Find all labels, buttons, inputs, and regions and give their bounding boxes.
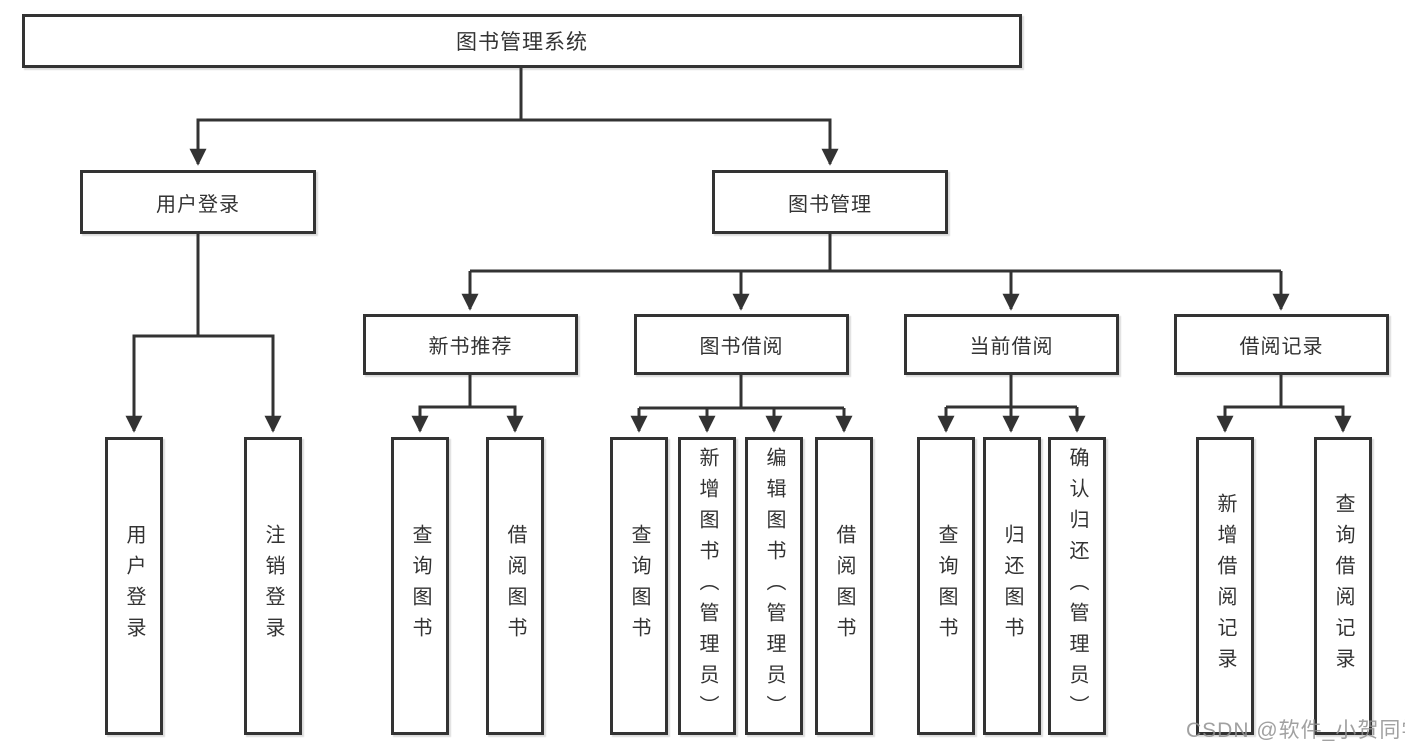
node-book-management: 图书管理 — [712, 170, 948, 234]
node-user-login: 用户登录 — [80, 170, 316, 234]
leaf-return-book: 归还图书 — [983, 437, 1041, 735]
node-library-management-system: 图书管理系统 — [22, 14, 1022, 68]
node-current-borrowing: 当前借阅 — [904, 314, 1119, 375]
leaf-query-books-borrowing: 查询图书 — [610, 437, 668, 735]
connector-userlogin-split — [125, 334, 282, 433]
connector-newbooks-split — [411, 405, 524, 433]
leaf-logout: 注销登录 — [244, 437, 302, 735]
leaf-borrow-books-recommend: 借阅图书 — [486, 437, 544, 735]
leaf-user-login: 用户登录 — [105, 437, 163, 735]
leaf-edit-book-admin: 编辑图书（管理员） — [745, 437, 803, 735]
connector-root-split — [189, 118, 839, 166]
leaf-query-books-recommend: 查询图书 — [391, 437, 449, 735]
csdn-watermark: CSDN @软件_小贺同学 — [1186, 719, 1405, 742]
node-new-book-recommend: 新书推荐 — [363, 314, 578, 375]
leaf-confirm-return-admin: 确认归还（管理员） — [1048, 437, 1106, 735]
node-borrowing-records: 借阅记录 — [1174, 314, 1389, 375]
connector-records-split — [1216, 405, 1352, 433]
leaf-add-borrow-record: 新增借阅记录 — [1196, 437, 1254, 735]
leaf-query-borrow-record: 查询借阅记录 — [1314, 437, 1372, 735]
leaf-add-book-admin: 新增图书（管理员） — [678, 437, 736, 735]
leaf-query-books-current: 查询图书 — [917, 437, 975, 735]
leaf-borrow-books-borrowing: 借阅图书 — [815, 437, 873, 735]
node-book-borrowing: 图书借阅 — [634, 314, 849, 375]
